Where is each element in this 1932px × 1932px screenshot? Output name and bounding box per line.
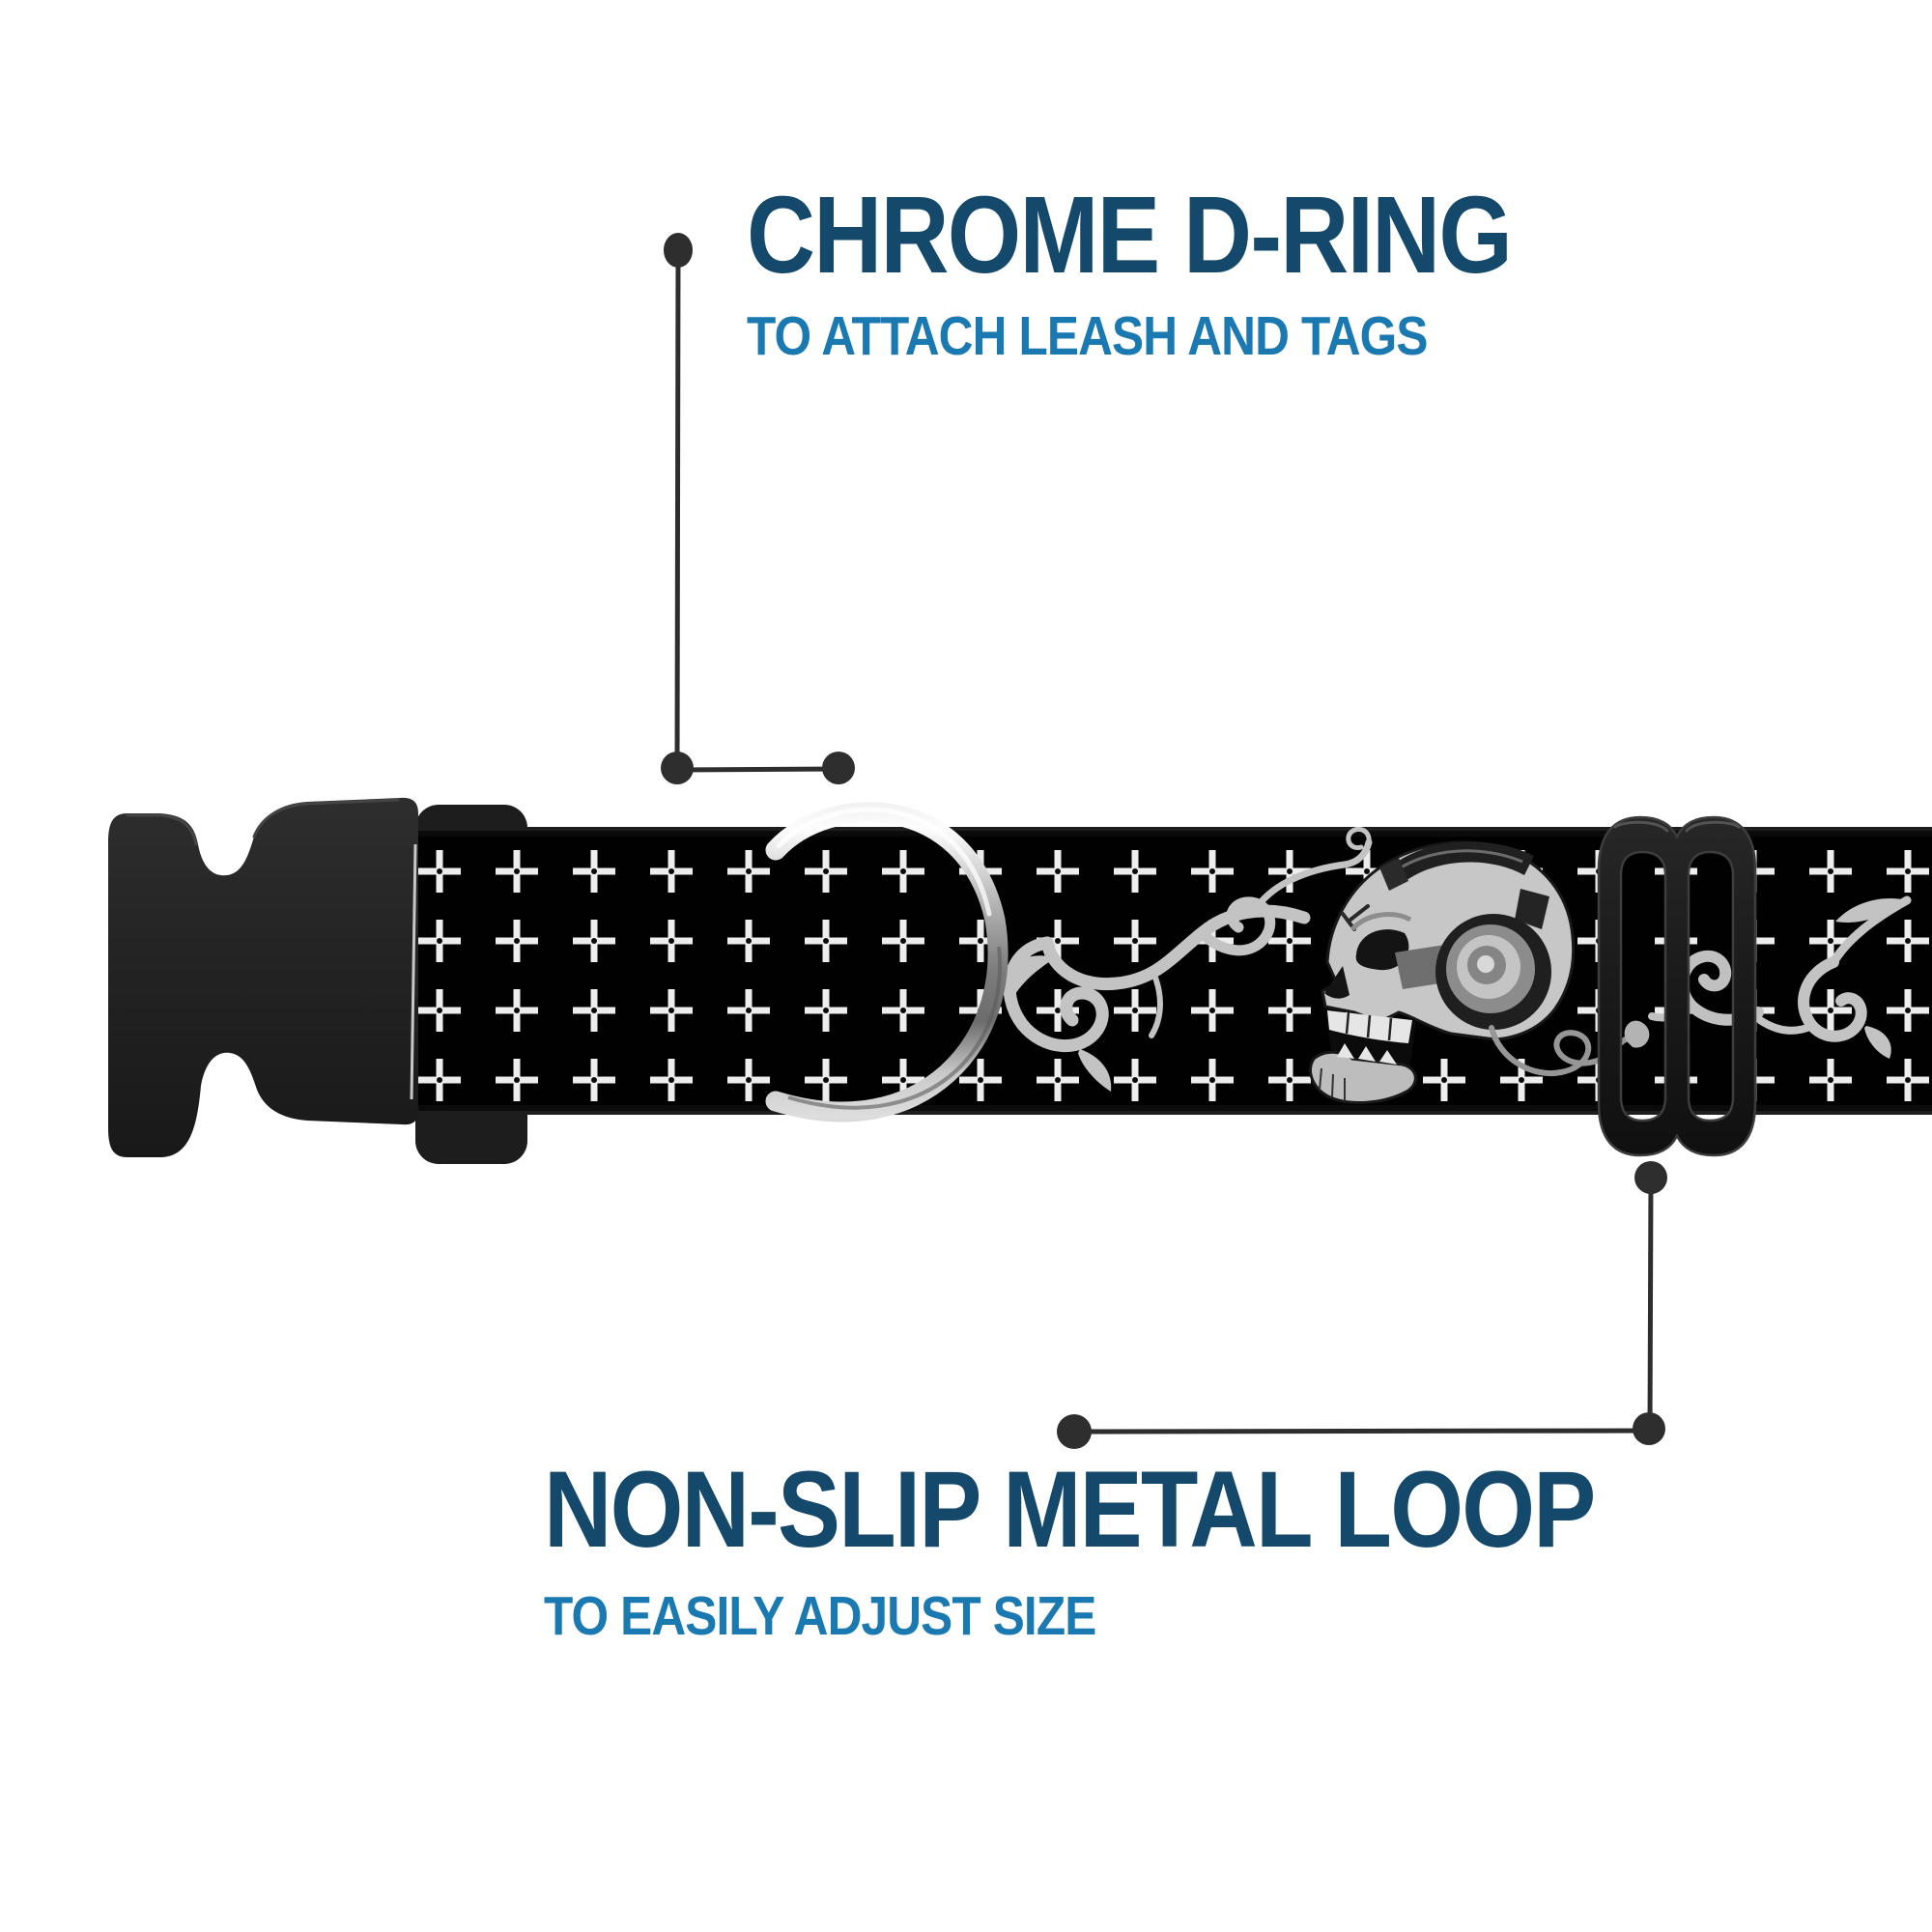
filigree-swirl-left xyxy=(1001,826,1373,1092)
chrome-d-ring xyxy=(765,802,1009,1122)
callout-metal-loop-subtitle: TO EASILY ADJUST SIZE xyxy=(544,1585,1096,1647)
collar-strap xyxy=(404,827,1932,1115)
filigree-swirl-right xyxy=(1756,895,1912,1059)
leader-lines xyxy=(661,233,1667,1449)
callout-d-ring: CHROME D-RING TO ATTACH LEASH AND TAGS xyxy=(747,174,1513,367)
leader-line-dring xyxy=(661,233,855,784)
callout-metal-loop-title: NON-SLIP METAL LOOP xyxy=(544,1449,1596,1570)
callout-metal-loop: NON-SLIP METAL LOOP TO EASILY ADJUST SIZ… xyxy=(544,1449,1596,1647)
callout-d-ring-title: CHROME D-RING xyxy=(747,174,1513,296)
tri-glide-slider xyxy=(1597,815,1757,1157)
leader-line-slider xyxy=(1057,1161,1667,1449)
callout-d-ring-subtitle: TO ATTACH LEASH AND TAGS xyxy=(747,305,1428,367)
skull-headphones-graphic xyxy=(1309,840,1650,1105)
side-release-buckle xyxy=(108,797,418,1157)
